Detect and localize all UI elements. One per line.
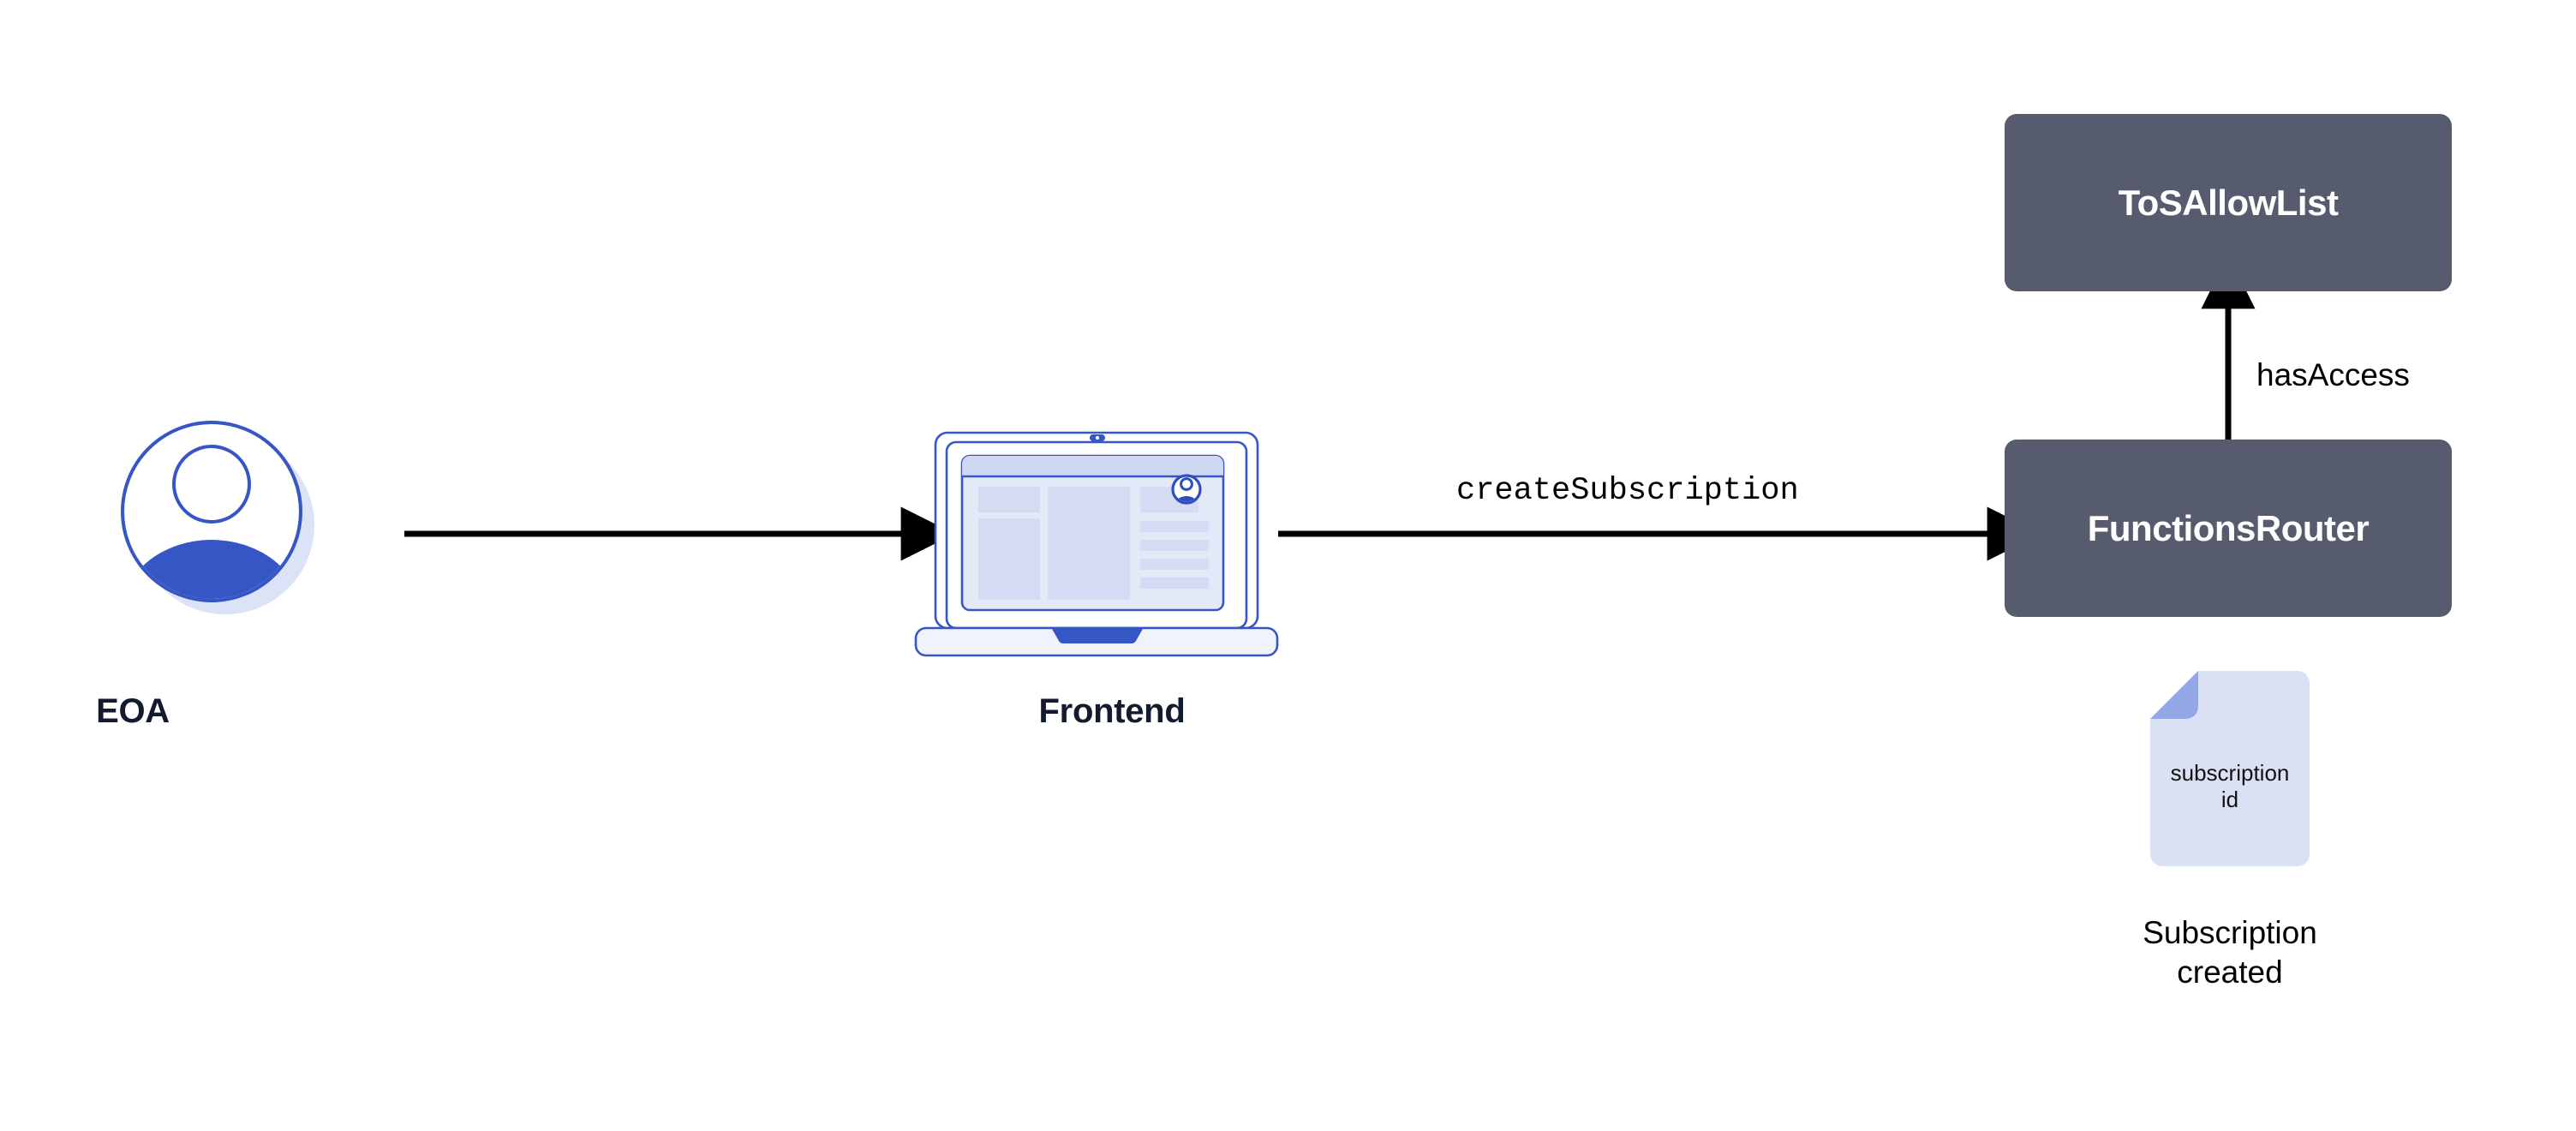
subscription-artifact-caption: Subscription created — [2143, 915, 2317, 990]
edge-label-create-subscription: createSubscription — [1456, 473, 1799, 509]
functions-router-box[interactable]: FunctionsRouter — [2005, 440, 2452, 617]
laptop-browser-titlebar — [962, 456, 1223, 476]
avatar-head — [172, 445, 251, 524]
laptop-trackpad-notch — [1052, 629, 1143, 643]
screen-block-sidebar-top — [978, 487, 1040, 512]
frontend-label: Frontend — [1038, 692, 1186, 730]
subscription-artifact-inner-text: subscription id — [2170, 760, 2290, 812]
tos-allow-list-box[interactable]: ToSAllowList — [2005, 114, 2452, 291]
edge-label-has-access: hasAccess — [2256, 357, 2410, 392]
file-document-icon — [2150, 671, 2310, 866]
file-fold-corner-icon — [2150, 671, 2198, 719]
subscription-artifact-node[interactable] — [2150, 671, 2310, 866]
functions-router-label: FunctionsRouter — [2087, 507, 2370, 548]
screen-block-right-line-2 — [1140, 540, 1209, 551]
screen-block-main-content — [1048, 487, 1130, 600]
avatar-shoulders — [124, 540, 299, 599]
eoa-node[interactable] — [116, 416, 321, 621]
screen-block-sidebar-main — [978, 518, 1040, 600]
eoa-label: EOA — [96, 692, 170, 730]
screen-block-right-line-3 — [1140, 559, 1209, 570]
screen-user-avatar-icon — [1171, 474, 1202, 505]
tos-allow-list-label: ToSAllowList — [2118, 182, 2339, 223]
screen-block-right-line-4 — [1140, 577, 1209, 589]
frontend-node[interactable] — [914, 427, 1300, 667]
screen-block-right-line-1 — [1140, 521, 1209, 532]
